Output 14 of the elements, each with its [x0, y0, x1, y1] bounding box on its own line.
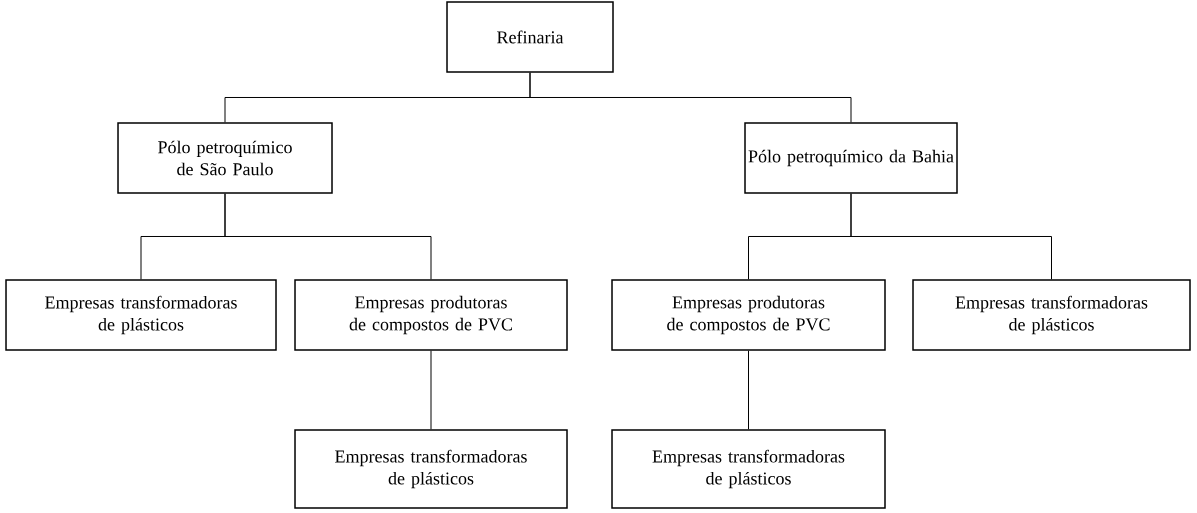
org-box: Empresas produtoras de compostos de PVC	[611, 279, 886, 351]
org-box: Empresas transformadoras de plásticos	[5, 279, 277, 351]
org-box: Empresas transformadoras de plásticos	[611, 429, 886, 509]
connector	[430, 350, 432, 430]
connector	[224, 193, 432, 280]
connector	[850, 193, 1052, 280]
connector	[748, 350, 749, 430]
connector	[529, 72, 852, 123]
org-box: Refinaria	[446, 1, 614, 73]
org-box: Pólo petroquímico da Bahia	[744, 122, 958, 194]
org-box: Empresas produtoras de compostos de PVC	[294, 279, 568, 351]
org-box: Pólo petroquímico de São Paulo	[117, 122, 333, 194]
org-box: Empresas transformadoras de plásticos	[912, 279, 1191, 351]
org-box: Empresas transformadoras de plásticos	[294, 429, 568, 509]
